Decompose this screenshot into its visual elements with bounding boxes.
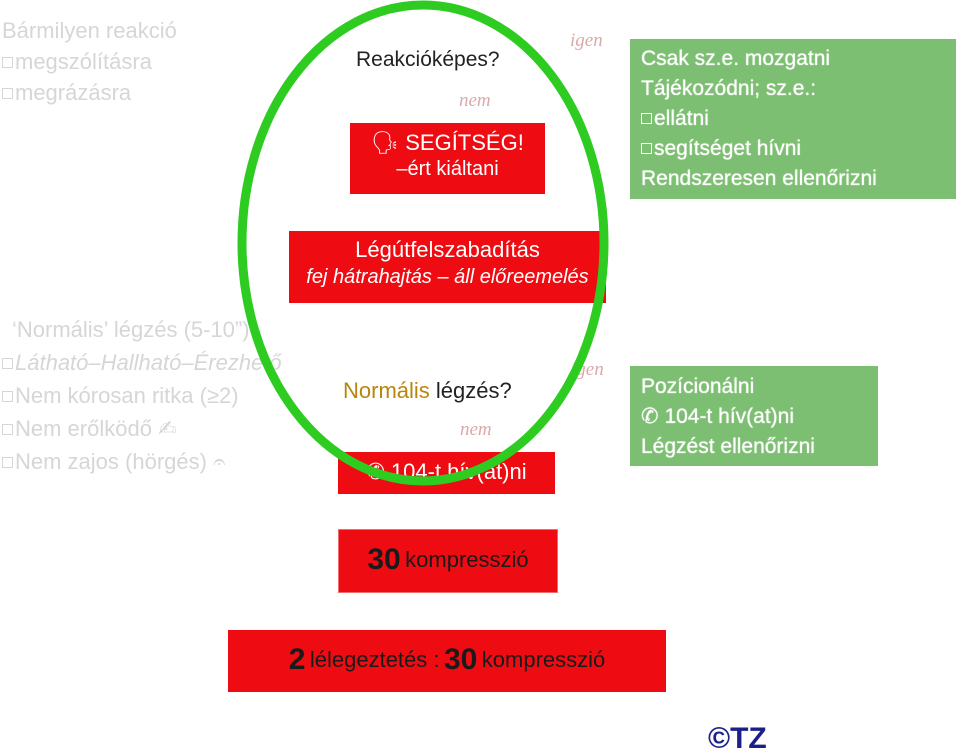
compression-count: 30 xyxy=(367,543,401,576)
top-left-line-3-text: megrázásra xyxy=(15,80,132,105)
criteria-line-4-text: Nem erőlködő xyxy=(15,416,152,441)
help-title: SEGÍTSÉG! xyxy=(405,130,524,155)
green-box-reacts: Csak sz.e. mozgatni Tájékozódni; sz.e.: … xyxy=(630,39,956,199)
ratio-box: 2 lélegeztetés : 30 kompresszió xyxy=(228,630,666,692)
ear-icon: 𝄐 xyxy=(213,449,226,474)
airway-subtitle: fej hátrahajtás – áll előreemelés xyxy=(306,266,589,288)
green1-line-4: segítséget hívni xyxy=(641,134,956,164)
label-nem-2: nem xyxy=(460,419,492,440)
checkbox-square-icon xyxy=(641,113,652,124)
green2-line-2-text: 104-t hív(at)ni xyxy=(664,405,795,428)
checkbox-square-icon xyxy=(2,57,13,68)
green1-line-2: Tájékozódni; sz.e.: xyxy=(641,77,817,100)
top-left-list: Bármilyen reakció megszólításra megrázás… xyxy=(2,15,177,108)
ratio-breaths: 2 xyxy=(288,643,306,676)
green2-line-3: Légzést ellenőrizni xyxy=(641,435,815,458)
top-left-line-1: Bármilyen reakció xyxy=(2,18,177,43)
green1-line-4-text: segítséget hívni xyxy=(654,137,802,160)
green1-line-3-text: ellátni xyxy=(654,107,709,130)
ratio-compressions-label: kompresszió xyxy=(481,647,606,672)
checkbox-square-icon xyxy=(641,143,652,154)
call-104-label: 104-t hív(at)ni xyxy=(390,459,527,484)
label-igen-2: igen xyxy=(571,359,604,380)
shouting-person-icon: 🗣 xyxy=(371,130,400,155)
ratio-compressions: 30 xyxy=(443,643,478,676)
hand-icon: ✍ xyxy=(158,416,177,441)
airway-box: Légútfelszabadítás fej hátrahajtás – áll… xyxy=(289,231,606,303)
checkbox-square-icon xyxy=(2,358,13,369)
criteria-line-3: Nem kórosan ritka (≥2) xyxy=(2,379,282,412)
criteria-line-2: Látható–Hallható–Érezhető xyxy=(2,346,282,379)
help-title-row: 🗣 SEGÍTSÉG! xyxy=(350,130,545,156)
phone-icon: ✆ xyxy=(641,405,659,428)
breathing-criteria-list: ‘Normális’ légzés (5-10”) Látható–Hallha… xyxy=(2,313,282,478)
copyright-mark: ©TZ xyxy=(708,722,767,755)
criteria-line-5-text: Nem zajos (hörgés) xyxy=(15,449,207,474)
criteria-line-3-text: Nem kórosan ritka (≥2) xyxy=(15,383,239,408)
compression-label: kompresszió xyxy=(405,547,529,572)
criteria-line-5: Nem zajos (hörgés) 𝄐 xyxy=(2,445,282,478)
green1-line-1: Csak sz.e. mozgatni xyxy=(641,47,831,70)
green1-line-3: ellátni xyxy=(641,104,956,134)
criteria-line-1: ‘Normális’ légzés (5-10”) xyxy=(12,317,250,342)
question-normalis-legzes: Normális légzés? xyxy=(343,378,512,404)
question2-keyword: Normális xyxy=(343,378,430,403)
compression-box: 30 kompresszió xyxy=(338,529,558,593)
call-104-box: ✆ 104-t hív(at)ni xyxy=(338,452,555,494)
green1-line-5: Rendszeresen ellenőrizni xyxy=(641,167,877,190)
question2-rest: légzés? xyxy=(435,378,512,403)
label-igen-1: igen xyxy=(570,30,603,51)
criteria-line-4: Nem erőlködő ✍ xyxy=(2,412,282,445)
criteria-line-2-text: Látható–Hallható–Érezhető xyxy=(15,350,282,375)
top-left-line-2-text: megszólításra xyxy=(15,49,152,74)
checkbox-square-icon xyxy=(2,88,13,99)
checkbox-square-icon xyxy=(2,391,13,402)
phone-icon: ✆ xyxy=(366,459,385,484)
label-nem-1: nem xyxy=(459,90,491,111)
green-box-breathing: Pozícionálni ✆ 104-t hív(at)ni Légzést e… xyxy=(630,366,878,466)
ratio-breaths-label: lélegeztetés : xyxy=(309,647,440,672)
checkbox-square-icon xyxy=(2,457,13,468)
green2-line-1: Pozícionálni xyxy=(641,375,755,398)
question-reakcio: Reakcióképes? xyxy=(356,48,500,71)
top-left-line-2: megszólításra xyxy=(2,46,177,77)
checkbox-square-icon xyxy=(2,424,13,435)
top-left-line-3: megrázásra xyxy=(2,77,177,108)
help-subtitle: –ért kiáltani xyxy=(396,158,499,180)
help-box: 🗣 SEGÍTSÉG! –ért kiáltani xyxy=(350,123,545,194)
airway-title: Légútfelszabadítás xyxy=(355,237,540,262)
green2-line-2: ✆ 104-t hív(at)ni xyxy=(641,402,878,432)
